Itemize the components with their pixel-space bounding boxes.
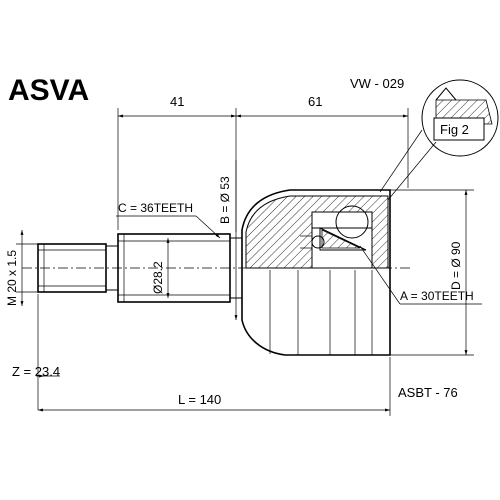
dimension-z: Z = 23.4 [12,294,60,410]
dimension-61: 61 [236,94,409,188]
dimension-z-label: Z = 23.4 [12,364,60,379]
dimension-c-label: C = 36TEETH [118,201,193,215]
dimension-c: C = 36TEETH [116,201,221,239]
dimension-d: D = Ø 90 [390,189,474,356]
fig-2-inset: Fig 2 [379,79,499,201]
dimension-b-label: B = Ø 53 [218,176,232,224]
dimension-l-label: L = 140 [178,392,221,407]
catalog-number: ASBT - 76 [398,385,458,400]
part-code: VW - 029 [350,76,404,91]
dimension-a: A = 30TEETH [359,245,482,305]
dimension-d-label: D = Ø 90 [449,241,463,290]
dimension-l: L = 140 [38,357,391,416]
dimension-41-label: 41 [170,94,184,109]
dimension-b: B = Ø 53 [218,160,238,320]
dimension-thread-label: M 20 x 1.5 [5,250,19,306]
dimension-shaft-diameter: Ø28.2 [151,261,165,294]
brand-logo: ASVA [8,74,89,107]
dimension-a-label: A = 30TEETH [400,289,474,303]
dimension-thread: M 20 x 1.5 [5,230,38,306]
ball-bearing [335,205,369,239]
figure-label: Fig 2 [440,122,469,137]
dimension-61-label: 61 [308,94,322,109]
inner-race [300,205,373,269]
